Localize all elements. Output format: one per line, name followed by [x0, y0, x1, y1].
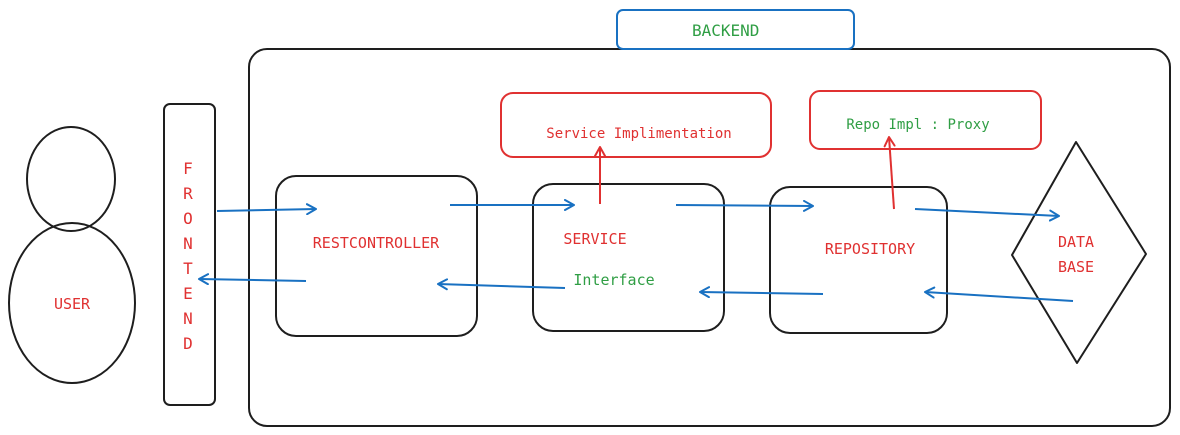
service-interface-label: Interface [573, 271, 654, 289]
database-label-line1: DATA [1058, 233, 1094, 251]
frontend-letter: N [183, 309, 193, 328]
service-impl-label: Service Implimentation [546, 126, 731, 142]
restcontroller-box: RESTCONTROLLER [275, 175, 478, 337]
frontend-letter: F [183, 159, 193, 178]
service-label: SERVICE [563, 230, 626, 248]
user-head [26, 126, 116, 232]
arrow-service-to-repository [675, 199, 814, 212]
arrow-repository-to-database [914, 208, 1060, 222]
backend-title-box: BACKEND [616, 9, 855, 50]
backend-title: BACKEND [692, 21, 759, 40]
restcontroller-label: RESTCONTROLLER [313, 234, 440, 252]
arrow-frontend-to-restcontroller [216, 203, 317, 216]
repo-impl-label: Repo Impl : Proxy [846, 117, 989, 133]
frontend-letter: R [183, 184, 193, 203]
user-figure: USER [8, 126, 136, 384]
service-box: SERVICE Interface [532, 183, 725, 332]
arrow-repository-to-service [699, 286, 824, 299]
user-body [8, 222, 136, 384]
frontend-letter: E [183, 284, 193, 303]
repo-impl-box: Repo Impl : Proxy [809, 90, 1042, 150]
service-impl-box: Service Implimentation [500, 92, 772, 158]
user-label: USER [54, 295, 91, 313]
arrow-service-to-restcontroller [437, 278, 566, 291]
frontend-letter: N [183, 234, 193, 253]
database-diamond: DATA BASE [1011, 141, 1147, 364]
database-label-line2: BASE [1058, 258, 1094, 276]
arrow-repository-to-impl [883, 136, 896, 210]
repository-box: REPOSITORY [769, 186, 948, 334]
arrow-restcontroller-to-frontend [198, 273, 307, 286]
frontend-letter: T [183, 259, 193, 278]
repository-label: REPOSITORY [825, 240, 915, 258]
arrow-database-to-repository [924, 286, 1074, 302]
frontend-letter: O [183, 209, 193, 228]
frontend-letter: D [183, 334, 193, 353]
